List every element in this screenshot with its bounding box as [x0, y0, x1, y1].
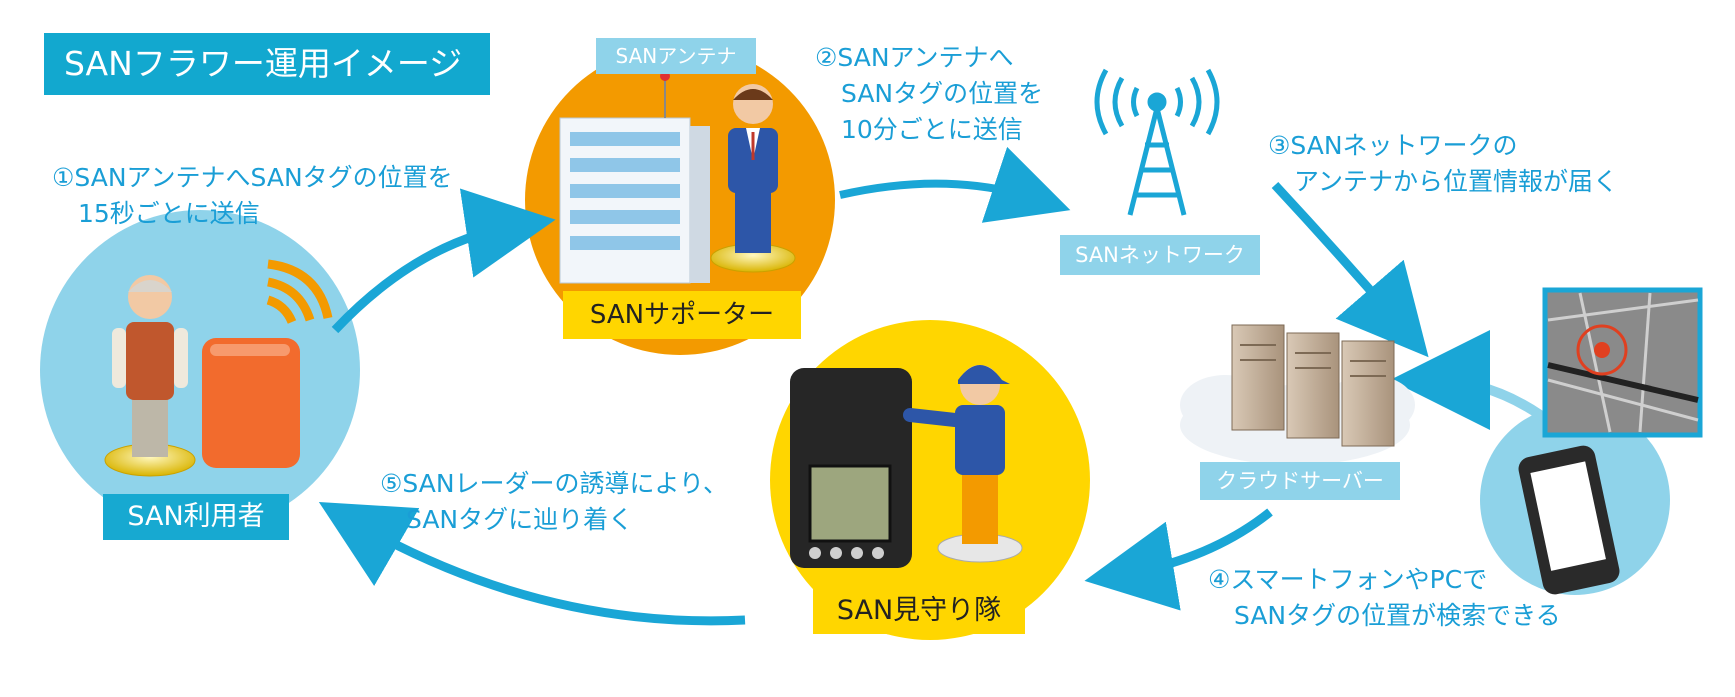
map-image — [1542, 287, 1703, 438]
arrow-step4 — [1084, 508, 1273, 611]
arrow-step1 — [331, 188, 556, 334]
smartphone-icon — [1518, 445, 1620, 595]
step2-line1: ②SANアンテナへ — [815, 43, 1014, 72]
step2-line3: 10分ごとに送信 — [841, 115, 1023, 144]
step2-text: ②SANアンテナへ SANタグの位置を 10分ごとに送信 — [815, 40, 1043, 148]
step1-line2: 15秒ごとに送信 — [78, 199, 260, 228]
step4-line1: ④スマートフォンやPCで — [1208, 565, 1488, 594]
page-title: SANフラワー運用イメージ — [44, 33, 490, 95]
step3-line2: アンテナから位置情報が届く — [1294, 167, 1619, 196]
elderly-user-figure — [104, 275, 196, 477]
user-label: SAN利用者 — [103, 494, 289, 540]
signal-waves-icon — [266, 259, 333, 324]
antenna-label: SANアンテナ — [596, 38, 756, 74]
arrow-step2 — [839, 146, 1071, 223]
san-tag-device — [202, 338, 300, 468]
step1-line1: ①SANアンテナへSANタグの位置を — [52, 163, 453, 192]
building-illustration — [559, 71, 710, 284]
step2-line2: SANタグの位置を — [841, 79, 1044, 108]
step5-text: ⑤SANレーダーの誘導により、 SANタグに辿り着く — [380, 466, 728, 538]
step3-text: ③SANネットワークの アンテナから位置情報が届く — [1268, 128, 1618, 200]
arrow-step3 — [1271, 181, 1429, 358]
watch-member-figure — [903, 365, 1023, 563]
network-tower-icon — [1094, 68, 1220, 216]
businessman-figure — [710, 84, 796, 273]
cloud-server-label: クラウドサーバー — [1200, 462, 1400, 500]
cloud-server-illustration — [1180, 324, 1415, 465]
step5-line2: SANタグに辿り着く — [406, 505, 634, 534]
san-radar-device — [790, 368, 912, 568]
network-label: SANネットワーク — [1060, 235, 1260, 275]
user-circle — [40, 210, 360, 530]
arrow-step5 — [318, 501, 746, 626]
step1-text: ①SANアンテナへSANタグの位置を 15秒ごとに送信 — [52, 160, 453, 232]
supporter-label: SANサポーター — [563, 291, 801, 339]
watch-team-label: SAN見守り隊 — [813, 588, 1025, 634]
step4-text: ④スマートフォンやPCで SANタグの位置が検索できる — [1208, 562, 1561, 634]
step4-line2: SANタグの位置が検索できる — [1234, 601, 1561, 630]
step5-line1: ⑤SANレーダーの誘導により、 — [380, 469, 729, 498]
step3-line1: ③SANネットワークの — [1268, 131, 1518, 160]
